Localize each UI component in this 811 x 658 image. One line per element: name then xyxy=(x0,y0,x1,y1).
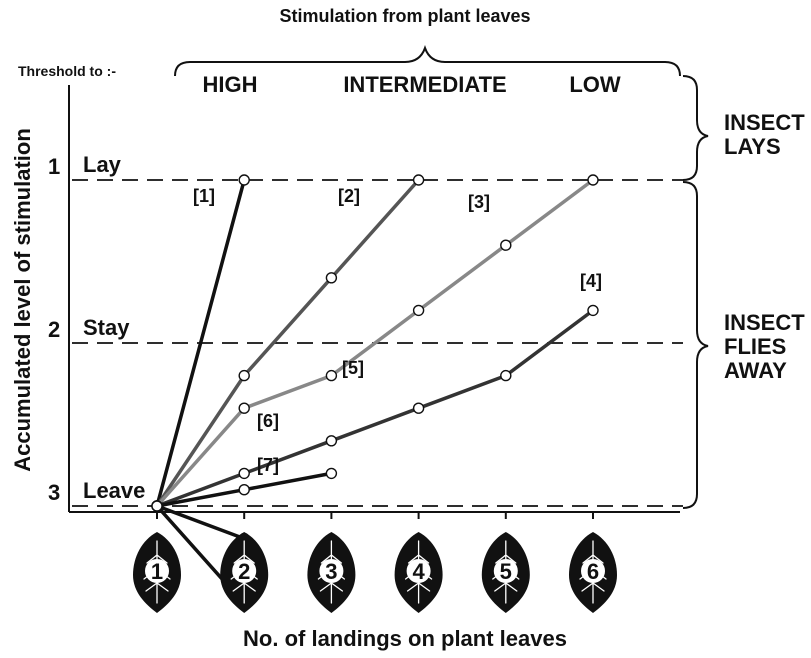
leaf-marker-4: 4 xyxy=(394,532,443,613)
paths-layer: [1] [2] [3] [4] [5] [6] [7] xyxy=(151,174,602,610)
threshold-number-2: 2 xyxy=(48,317,60,342)
leaf-badge-2 xyxy=(232,559,257,583)
right-brace-flies xyxy=(682,181,709,509)
threshold-number-3: 3 xyxy=(48,480,60,505)
path-3-line xyxy=(155,178,595,508)
path-4-point-6 xyxy=(587,304,599,317)
insect-lays-label-line-2: LAYS xyxy=(724,134,781,159)
insect-flies-away-label-line-1: INSECT xyxy=(724,310,805,335)
landing-number-6: 6 xyxy=(587,559,599,584)
landing-number-3: 3 xyxy=(325,559,337,584)
landing-number-2: 2 xyxy=(238,559,250,584)
path-6-line xyxy=(155,504,246,541)
leaf-badge-3 xyxy=(319,559,344,583)
threshold-label-lay: Lay xyxy=(83,152,122,177)
category-low: LOW xyxy=(569,72,621,97)
insect-flies-away-label-line-2: FLIES xyxy=(724,334,786,359)
path-3-point-5 xyxy=(500,239,512,251)
path-3-point-2 xyxy=(238,402,250,414)
x-axis-title: No. of landings on plant leaves xyxy=(243,626,567,651)
main-text-layer: Stimulation from plant leaves Threshold … xyxy=(10,6,621,651)
leaves-layer: 1 2 3 4 5 6 xyxy=(133,532,617,613)
insect-flies-away-label-line-3: AWAY xyxy=(724,358,787,383)
right-brace-lays xyxy=(682,75,709,181)
path-4-point-2 xyxy=(238,467,250,480)
path-3-point-4 xyxy=(412,304,425,317)
leaf-marker-3: 3 xyxy=(307,532,356,613)
insect-lays-label-line-1: INSECT xyxy=(724,110,805,135)
leaf-marker-2: 2 xyxy=(220,532,269,613)
top-brace xyxy=(174,45,681,77)
path-4-line xyxy=(155,308,595,508)
x-ticks-layer xyxy=(156,512,594,519)
path-4-point-4 xyxy=(412,402,425,414)
leaf-badge-1 xyxy=(145,559,169,583)
path-3-point-6 xyxy=(587,174,599,186)
path-7-point-1 xyxy=(151,500,163,512)
thresholds-layer: 1 Lay 2 Stay 3 Leave xyxy=(48,152,683,507)
landing-number-5: 5 xyxy=(500,559,512,584)
leaf-badge-4 xyxy=(406,559,431,583)
path-label-6: [6] xyxy=(257,411,279,431)
top-title: Stimulation from plant leaves xyxy=(279,6,530,26)
threshold-label-stay: Stay xyxy=(83,315,130,340)
path-1-line xyxy=(155,178,246,508)
path-label-7: [7] xyxy=(257,455,279,475)
leaf-badge-5 xyxy=(493,559,518,583)
leaf-badge-6 xyxy=(581,559,605,583)
threshold-title: Threshold to :- xyxy=(18,63,116,79)
threshold-number-1: 1 xyxy=(48,154,60,179)
path-4-point-5 xyxy=(500,369,512,382)
path-label-3: [3] xyxy=(468,192,490,212)
category-high: HIGH xyxy=(203,72,258,97)
path-5-point-3 xyxy=(325,467,338,480)
landing-number-1: 1 xyxy=(151,559,163,584)
path-label-4: [4] xyxy=(580,271,602,291)
leaf-marker-5: 5 xyxy=(481,532,530,613)
path-3-point-3 xyxy=(325,369,338,382)
path-2-line xyxy=(155,178,421,508)
decorative-braces xyxy=(68,45,709,513)
path-label-5: [5] xyxy=(342,358,364,378)
threshold-label-leave: Leave xyxy=(83,478,145,503)
path-2-point-4 xyxy=(412,174,425,186)
path-5-point-2 xyxy=(238,484,250,496)
path-label-2: [2] xyxy=(338,186,360,206)
path-label-1: [1] xyxy=(193,186,215,206)
y-axis-title: Accumulated level of stimulation xyxy=(10,128,35,472)
landing-number-4: 4 xyxy=(412,559,425,584)
leaf-marker-6: 6 xyxy=(569,532,617,613)
path-4-point-3 xyxy=(325,435,338,447)
path-1-point-2 xyxy=(238,174,250,186)
category-intermediate: INTERMEDIATE xyxy=(343,72,506,97)
leaf-marker-1: 1 xyxy=(133,532,181,613)
path-2-point-2 xyxy=(238,369,250,382)
path-2-point-3 xyxy=(325,272,338,284)
